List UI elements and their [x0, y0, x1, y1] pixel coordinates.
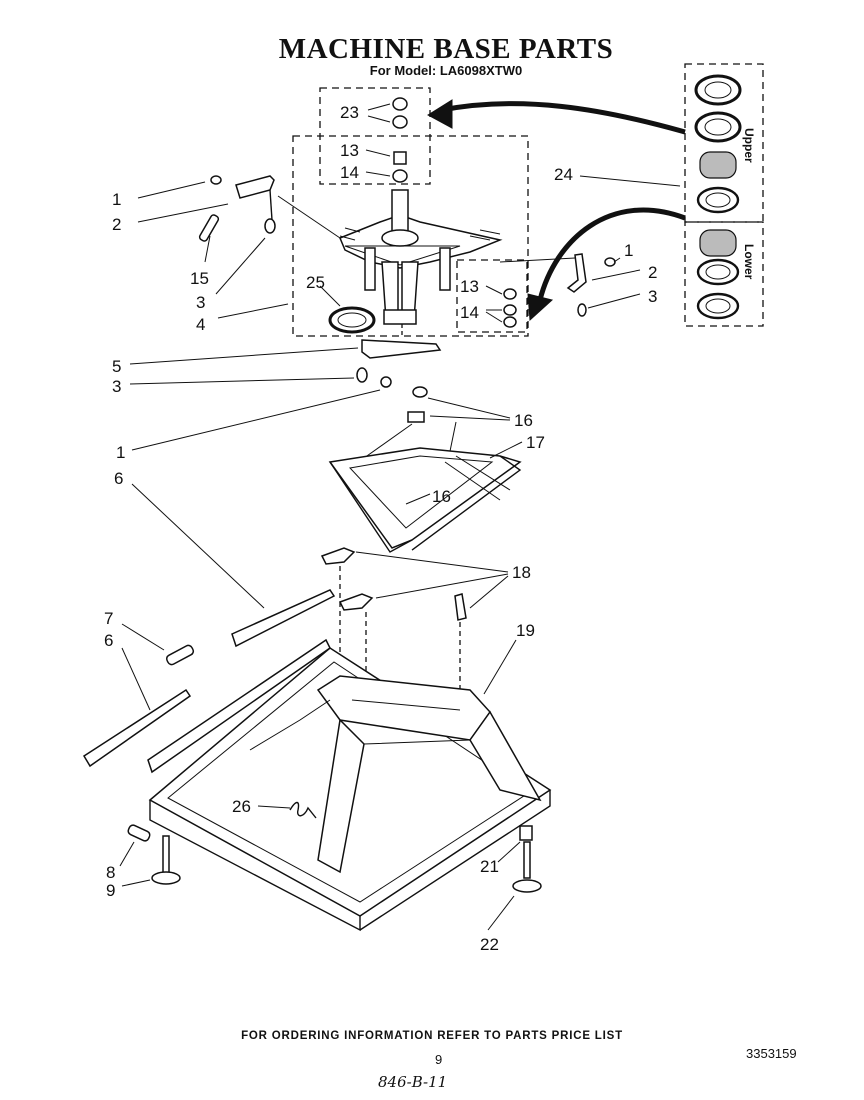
suspension-frame [328, 447, 522, 553]
callout-6b: 6 [104, 631, 113, 650]
callout-25: 25 [306, 273, 325, 292]
callout-17: 17 [526, 433, 545, 452]
lower-bearing-box [684, 221, 764, 327]
transmission-assembly-box [292, 135, 529, 337]
callout-13b: 13 [460, 277, 479, 296]
leader-lines [119, 103, 681, 931]
callout-9: 9 [106, 881, 115, 900]
callout-1c: 1 [116, 443, 125, 462]
callout-26: 26 [232, 797, 251, 816]
callout-5: 5 [112, 357, 121, 376]
callout-2b: 2 [648, 263, 657, 282]
upper-bearing-label: Upper [742, 128, 756, 163]
callout-3b: 3 [648, 287, 657, 306]
ordering-note: FOR ORDERING INFORMATION REFER TO PARTS … [241, 1030, 623, 1042]
callout-21: 21 [480, 857, 499, 876]
machine-base [147, 638, 552, 932]
callout-3a: 3 [196, 293, 205, 312]
lower-bearing-label: Lower [742, 244, 756, 280]
callout-8: 8 [106, 863, 115, 882]
page-title: MACHINE BASE PARTS [278, 33, 614, 65]
callout-23: 23 [340, 103, 359, 122]
callout-2a: 2 [112, 215, 121, 234]
callout-1b: 1 [624, 241, 633, 260]
handwritten-note: 846-B-11 [378, 1073, 448, 1091]
callout-14b: 14 [460, 303, 479, 322]
callout-14a: 14 [340, 163, 359, 182]
callout-24: 24 [554, 165, 573, 184]
callout-16a: 16 [514, 411, 533, 430]
callout-4: 4 [196, 315, 205, 334]
callout-16b: 16 [432, 487, 451, 506]
upper-bearing-box [684, 63, 764, 223]
document-number: 3353159 [746, 1046, 797, 1061]
callout-22: 22 [480, 935, 499, 954]
callout-15: 15 [190, 269, 209, 288]
callout-19: 19 [516, 621, 535, 640]
transmission-assembly [339, 189, 503, 325]
callout-3c: 3 [112, 377, 121, 396]
callout-13a: 13 [340, 141, 359, 160]
model-subtitle: For Model: LA6098XTW0 [369, 63, 523, 78]
callout-7: 7 [104, 609, 113, 628]
callout-18: 18 [512, 563, 531, 582]
callout-numbers: 1 2 15 3 4 23 13 14 25 13 14 24 1 2 3 5 … [104, 103, 657, 954]
callout-1a: 1 [112, 190, 121, 209]
bearing-set [694, 74, 742, 320]
page-number: 9 [435, 1052, 443, 1067]
callout-6a: 6 [114, 469, 123, 488]
